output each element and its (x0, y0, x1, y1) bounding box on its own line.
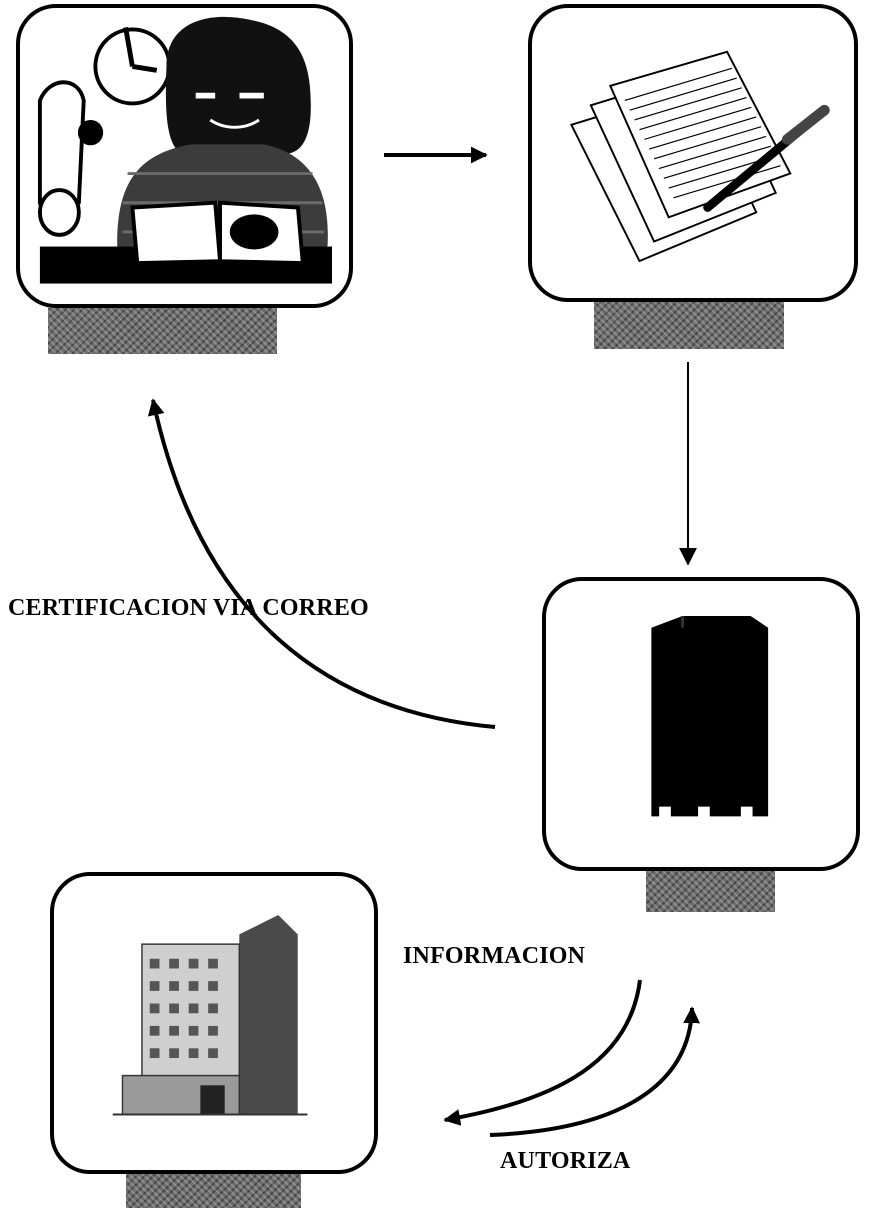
woman-reading-ledger-icon (37, 16, 333, 284)
office-nameplate (126, 1174, 301, 1208)
documents-nameplate (594, 302, 784, 349)
office-building-icon (112, 914, 308, 1116)
arrow-information (443, 979, 642, 1126)
authorizes-label: AUTORIZA (500, 1148, 631, 1174)
clerk-nameplate (48, 308, 277, 354)
clerk-card (16, 4, 353, 308)
filing-nameplate (646, 871, 775, 912)
documents-card (528, 4, 858, 302)
file-cabinet-icon (651, 616, 769, 817)
arrow-certification-mail (147, 398, 496, 729)
information-label: INFORMACION (403, 943, 586, 969)
arrow-authorizes (489, 1006, 700, 1137)
filing-card (542, 577, 860, 871)
papers-and-pen-icon (569, 50, 830, 263)
office-card (50, 872, 378, 1174)
certification-label: CERTIFICACION VIA CORREO (8, 595, 369, 621)
